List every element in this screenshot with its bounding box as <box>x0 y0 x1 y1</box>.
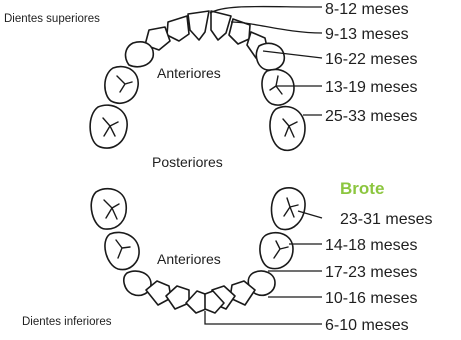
lower-front-teeth-label: Anteriores <box>157 251 221 267</box>
lower-age-label: 14-18 meses <box>325 237 418 254</box>
lower-eruption-ages: 23-31 meses 14-18 meses 17-23 meses 10-1… <box>325 211 433 334</box>
upper-molar-right <box>262 70 294 106</box>
back-teeth-label: Posteriores <box>152 154 223 170</box>
lower-second-molar-left <box>91 189 126 229</box>
upper-eruption-ages: 8-12 meses 9-13 meses 16-22 meses 13-19 … <box>325 1 418 125</box>
upper-central-incisor-left <box>188 11 209 40</box>
upper-central-incisor-right <box>211 11 231 40</box>
lower-age-label: 10-16 meses <box>325 290 418 307</box>
lower-age-label: 6-10 meses <box>325 317 409 334</box>
lower-age-label: 23-31 meses <box>340 211 433 228</box>
lower-age-label: 17-23 meses <box>325 264 418 281</box>
upper-teeth-label: Dientes superiores <box>4 13 100 25</box>
upper-age-label: 25-33 meses <box>325 108 418 125</box>
upper-first-molar-left <box>126 42 154 67</box>
upper-second-molar-left <box>90 105 127 148</box>
lower-first-molar-left <box>105 232 139 269</box>
upper-age-label: 13-19 meses <box>325 79 418 96</box>
upper-first-molar-right <box>256 43 284 70</box>
upper-age-label: 16-22 meses <box>325 51 418 68</box>
eruption-heading: Brote <box>340 179 384 198</box>
lower-first-molar-right <box>260 233 293 269</box>
upper-age-label: 9-13 meses <box>325 26 409 43</box>
upper-age-label: 8-12 meses <box>325 1 409 18</box>
upper-molar-left <box>105 67 138 104</box>
upper-lateral-incisor-left <box>167 16 189 41</box>
lower-teeth-label: Dientes inferiores <box>22 316 112 328</box>
upper-front-teeth-label: Anteriores <box>157 65 221 81</box>
